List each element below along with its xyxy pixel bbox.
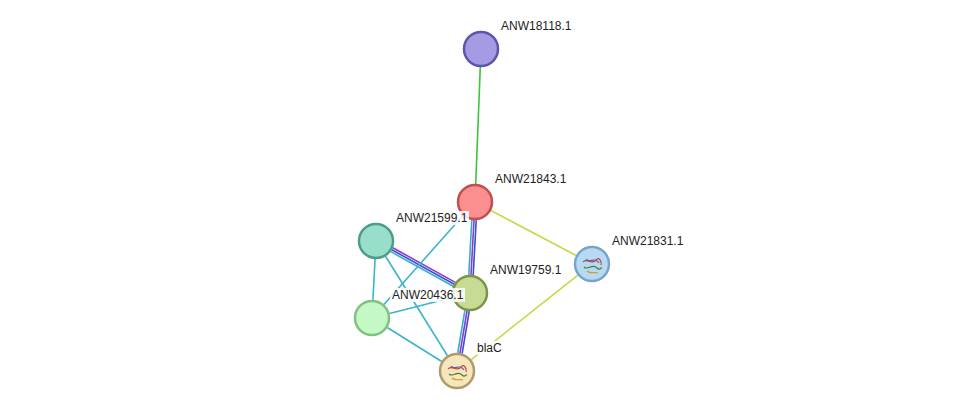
interaction-edge [458, 310, 469, 353]
node-circle [354, 300, 390, 336]
node-label: ANW20436.1 [390, 288, 465, 302]
protein-node: ANW20436.1 [354, 300, 390, 336]
edge-stroke [491, 210, 576, 255]
edge-stroke [387, 328, 441, 362]
protein-node: ANW18118.1 [463, 31, 499, 67]
interaction-edge [491, 210, 576, 255]
node-circle [574, 246, 610, 282]
node-label: blaC [475, 341, 504, 355]
interaction-edge [469, 220, 476, 275]
interaction-edge [387, 328, 441, 362]
node-label: ANW18118.1 [499, 19, 573, 33]
node-circle [463, 31, 499, 67]
node-label: ANW21843.1 [493, 172, 568, 186]
edge-stroke [393, 248, 455, 283]
node-label: ANW19759.1 [488, 263, 563, 277]
edge-stroke [373, 259, 375, 300]
node-label: ANW21831.1 [610, 234, 685, 248]
node-label: ANW21599.1 [394, 211, 469, 225]
protein-node: ANW21599.1 [358, 223, 394, 259]
edge-stroke [392, 250, 454, 285]
edge-stroke [476, 67, 481, 184]
node-circle [358, 223, 394, 259]
protein-node: ANW21831.1 [574, 246, 610, 282]
edge-stroke [458, 310, 465, 352]
interaction-edge [476, 67, 481, 184]
interaction-edge [373, 259, 375, 300]
edge-stroke [469, 220, 472, 275]
node-circle [439, 353, 475, 389]
protein-node: blaC [439, 353, 475, 389]
